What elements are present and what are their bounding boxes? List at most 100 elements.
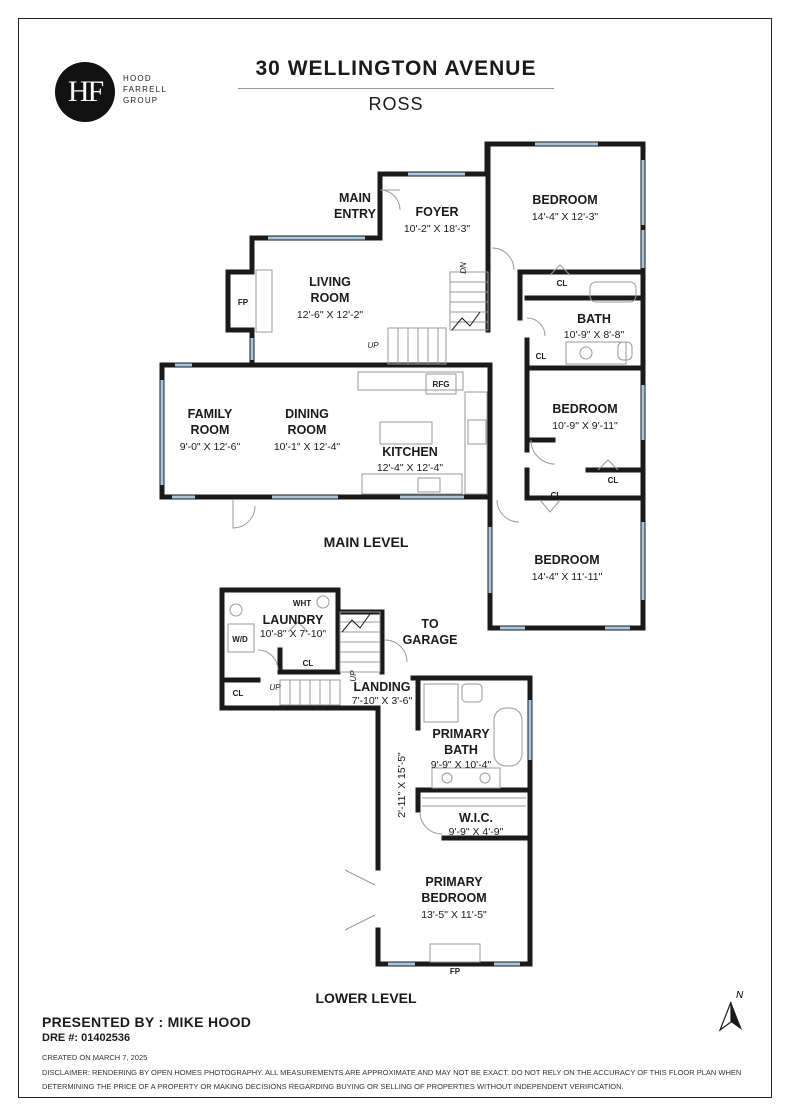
page-subtitle: ROSS [368,94,424,114]
door-swing [232,500,256,529]
north-arrow-right [731,1002,742,1030]
door-swing [530,439,556,465]
room-name: PRIMARY [425,875,483,889]
stairs-down-label: DN [459,262,468,274]
bathtub [493,707,523,767]
stair-treads [340,621,380,663]
wall [524,467,646,501]
stairs [449,271,489,331]
break-lines [341,311,481,633]
closet-door [597,459,619,471]
room-dimensions: 10'-2" X 18'-3" [404,223,471,235]
room-dimensions: 12'-6" X 12'-2" [297,309,364,321]
toilet [461,683,483,703]
room-name: KITCHEN [382,445,438,459]
disclaimer: DISCLAIMER: RENDERING BY OPEN HOMES PHOT… [42,1068,742,1091]
dre-number: DRE #: 01402536 [42,1032,131,1044]
room-dimensions: 10'-8" X 7'-10" [260,628,327,640]
closet-shelf [422,797,526,807]
sink [441,772,453,784]
room-name: BEDROOM [532,193,597,207]
logo-line: GROUP [123,96,159,105]
room-name: LANDING [354,680,411,694]
north-label: N [736,990,744,1001]
refrigerator-label: RFG [433,380,450,389]
stair-treads [289,680,331,705]
logo: HF [55,62,115,122]
wall [249,171,383,275]
stairs [387,327,447,365]
closet-label: CL [303,659,314,668]
water-heater [229,603,243,617]
north-arrow: N [718,990,744,1032]
room-name: ROOM [311,291,350,305]
level-labels: MAIN LEVEL LOWER LEVEL [315,534,417,1006]
stair-break [451,311,481,331]
water-heater-label: WHT [293,599,311,608]
refrigerator [425,373,457,395]
counter [464,391,488,495]
closet-label: CL [536,352,547,361]
wall [375,927,533,967]
door-swing [257,649,279,671]
toilet [617,341,633,361]
room-name: BEDROOM [552,402,617,416]
water-heater [316,595,330,609]
room-name: ROOM [288,423,327,437]
sink [479,772,491,784]
door-swing [384,639,408,663]
room-labels: MAIN ENTRY FOYER 10'-2" X 18'-3" BEDROOM… [180,191,625,921]
wall [277,609,341,675]
fireplace-label: FP [450,967,461,976]
hall-dimensions: 2'-11" X 15'-5" [396,752,408,818]
main-level-label: MAIN LEVEL [324,534,409,550]
shower [423,683,459,723]
room-dimensions: 10'-1" X 12'-4" [274,441,341,453]
door-swing [379,189,401,211]
door-swing [526,317,546,337]
presented-by: PRESENTED BY : MIKE HOOD [42,1014,252,1030]
room-dimensions: 12'-4" X 12'-4" [377,462,444,474]
door-swing [419,811,443,835]
closet-label: CL [557,279,568,288]
room-name: W.I.C. [459,811,493,825]
room-name: GARAGE [403,633,458,647]
title-divider [238,88,554,89]
room-name: FOYER [415,205,458,219]
stair-treads [450,281,488,323]
closet-label: CL [233,689,244,698]
room-dimensions: 14'-4" X 11'-11" [532,571,603,583]
room-dimensions: 9'-0" X 12'-6" [180,441,241,453]
counter [357,371,464,391]
mantel [255,269,273,333]
room-name: ENTRY [334,207,377,221]
room-name: ROOM [191,423,230,437]
kitchen-island [379,421,433,445]
door-swing [344,869,376,931]
room-name: LAUNDRY [263,613,324,627]
vanity [431,767,501,789]
washer-dryer-label: W/D [232,635,248,644]
wall [219,587,381,711]
wall [410,675,533,967]
door-swing [491,247,515,271]
stair-treads [397,328,439,364]
logo-monogram: HF [67,75,104,108]
stairs-up-label: UP [367,341,379,350]
logo-line: HOOD [123,74,152,83]
page-border [18,18,772,1098]
closet-door [287,621,309,633]
page-title: 30 WELLINGTON AVENUE [255,57,537,80]
closet-door [539,499,561,513]
washer-dryer [227,623,255,653]
room-name: PRIMARY [432,727,490,741]
wall [249,362,493,503]
stairs-up-label: UP [349,670,358,682]
closet-label: CL [608,476,619,485]
logo-text: HOOD FARRELL GROUP [123,73,167,106]
stair-break [341,613,371,633]
cooktop [467,419,487,445]
stairs-up-label: UP [269,683,281,692]
room-name: MAIN [339,191,371,205]
